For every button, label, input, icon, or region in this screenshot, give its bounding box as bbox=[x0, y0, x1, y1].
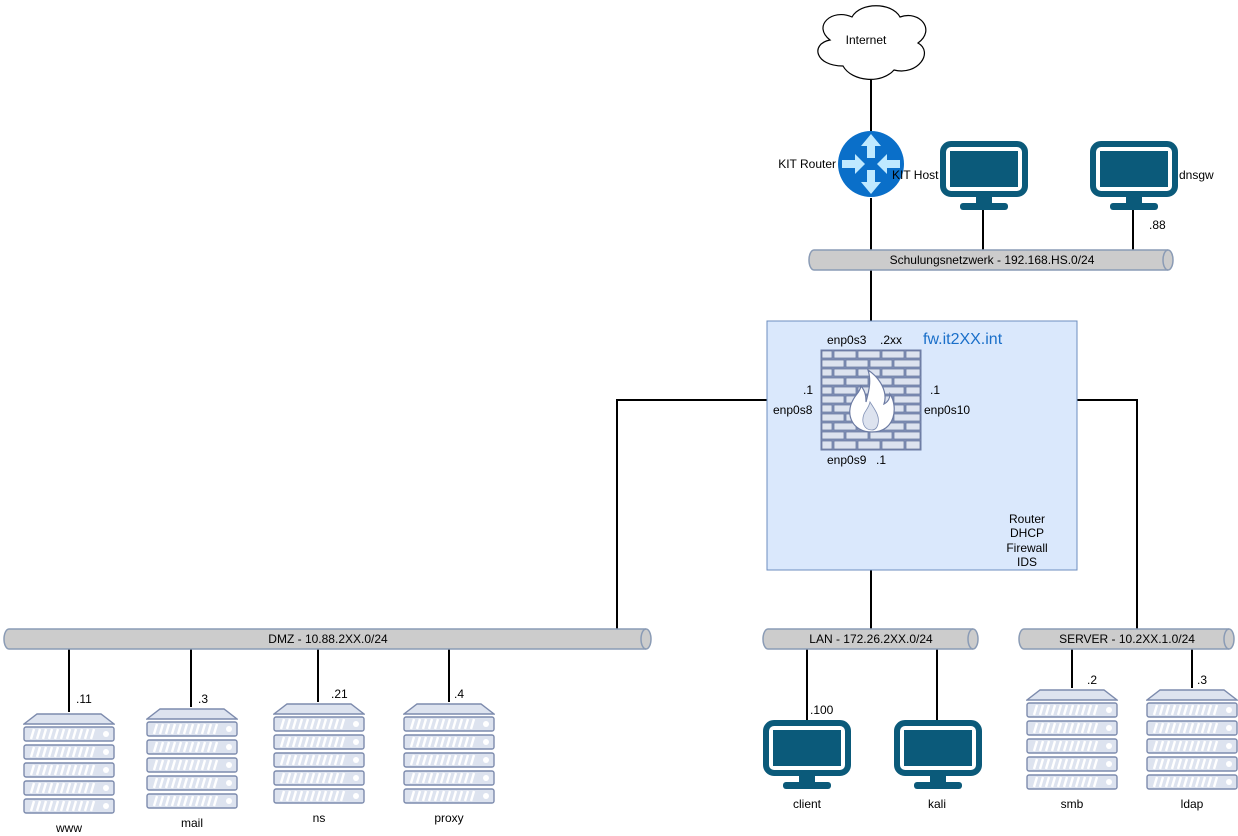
internet-label: Internet bbox=[846, 33, 887, 47]
server-icon bbox=[1147, 690, 1237, 789]
fw-if-right-name: enp0s10 bbox=[924, 403, 970, 417]
fw-if-left-ip: .1 bbox=[803, 383, 813, 397]
firewall-group[interactable]: fw.it2XX.int bbox=[766, 320, 1078, 571]
host-smb[interactable]: .2 smb bbox=[1027, 673, 1117, 811]
cloud-icon bbox=[817, 5, 927, 80]
host-kali[interactable]: kali bbox=[897, 723, 979, 811]
firewall-box bbox=[766, 320, 1078, 571]
kit-router-label: KIT Router bbox=[778, 157, 836, 171]
fw-role-firewall: Firewall bbox=[1006, 541, 1047, 555]
fw-if-left-name: enp0s8 bbox=[773, 403, 813, 417]
fw-if-bottom-ip: .1 bbox=[876, 453, 886, 467]
dnsgw-host[interactable]: dnsgw .88 bbox=[1093, 144, 1214, 232]
monitor-icon bbox=[943, 144, 1025, 210]
host-client[interactable]: .100 client bbox=[766, 703, 848, 811]
bus-lan[interactable]: LAN - 172.26.2XX.0/24 bbox=[762, 628, 979, 650]
host-ns-ip: .21 bbox=[331, 687, 348, 701]
host-ns[interactable]: .21 ns bbox=[274, 687, 364, 825]
host-proxy-ip: .4 bbox=[454, 687, 464, 701]
bus-schulungsnetzwerk[interactable]: Schulungsnetzwerk - 192.168.HS.0/24 bbox=[808, 249, 1174, 271]
router-icon bbox=[838, 131, 904, 197]
server-icon bbox=[24, 714, 114, 813]
host-smb-name: smb bbox=[1061, 797, 1084, 811]
server-icon bbox=[147, 709, 237, 808]
host-mail-ip: .3 bbox=[198, 692, 208, 706]
fw-role-router: Router bbox=[1009, 512, 1045, 526]
firewall-icon bbox=[820, 349, 922, 451]
fw-role-ids: IDS bbox=[1017, 555, 1037, 569]
dnsgw-ip: .88 bbox=[1149, 218, 1166, 232]
server-icon bbox=[404, 704, 494, 803]
host-client-ip: .100 bbox=[810, 703, 834, 717]
host-www-ip: .11 bbox=[76, 692, 92, 706]
fw-if-right-ip: .1 bbox=[930, 383, 940, 397]
fw-role-dhcp: DHCP bbox=[1010, 526, 1044, 540]
host-kali-name: kali bbox=[928, 797, 946, 811]
monitor-icon bbox=[897, 723, 979, 789]
fw-if-bottom-name: enp0s9 bbox=[827, 453, 867, 467]
bus-dmz[interactable]: DMZ - 10.88.2XX.0/24 bbox=[3, 628, 652, 650]
monitor-icon bbox=[1093, 144, 1175, 210]
firewall-title: fw.it2XX.int bbox=[923, 331, 1003, 348]
bus-dmz-label: DMZ - 10.88.2XX.0/24 bbox=[268, 632, 388, 646]
host-www-name: www bbox=[55, 821, 82, 835]
bus-server[interactable]: SERVER - 10.2XX.1.0/24 bbox=[1018, 628, 1235, 650]
kit-host[interactable]: KIT Host bbox=[892, 144, 1025, 210]
fw-if-top-name: enp0s3 bbox=[827, 333, 867, 347]
server-icon bbox=[1027, 690, 1117, 789]
flame-icon bbox=[849, 368, 895, 433]
host-ldap-name: ldap bbox=[1181, 797, 1204, 811]
monitor-icon bbox=[766, 723, 848, 789]
host-ldap-ip: .3 bbox=[1197, 673, 1207, 687]
fw-if-top-ip: .2xx bbox=[880, 333, 902, 347]
host-client-name: client bbox=[793, 797, 822, 811]
host-proxy-name: proxy bbox=[434, 811, 463, 825]
kit-host-label: KIT Host bbox=[892, 168, 939, 182]
host-ns-name: ns bbox=[313, 811, 326, 825]
server-icon bbox=[274, 704, 364, 803]
bus-lan-label: LAN - 172.26.2XX.0/24 bbox=[809, 632, 933, 646]
host-proxy[interactable]: .4 proxy bbox=[404, 687, 494, 825]
bus-schulung-label: Schulungsnetzwerk - 192.168.HS.0/24 bbox=[890, 253, 1095, 267]
host-ldap[interactable]: .3 ldap bbox=[1147, 673, 1237, 811]
dnsgw-label: dnsgw bbox=[1179, 168, 1214, 182]
host-www[interactable]: .11 www bbox=[24, 692, 114, 835]
host-mail[interactable]: .3 mail bbox=[147, 692, 237, 830]
kit-router[interactable]: KIT Router bbox=[778, 131, 904, 197]
wire-fw-dmz bbox=[616, 399, 820, 629]
host-smb-ip: .2 bbox=[1087, 673, 1097, 687]
bus-server-label: SERVER - 10.2XX.1.0/24 bbox=[1059, 632, 1195, 646]
host-mail-name: mail bbox=[181, 816, 203, 830]
internet-cloud[interactable]: Internet bbox=[817, 5, 927, 80]
